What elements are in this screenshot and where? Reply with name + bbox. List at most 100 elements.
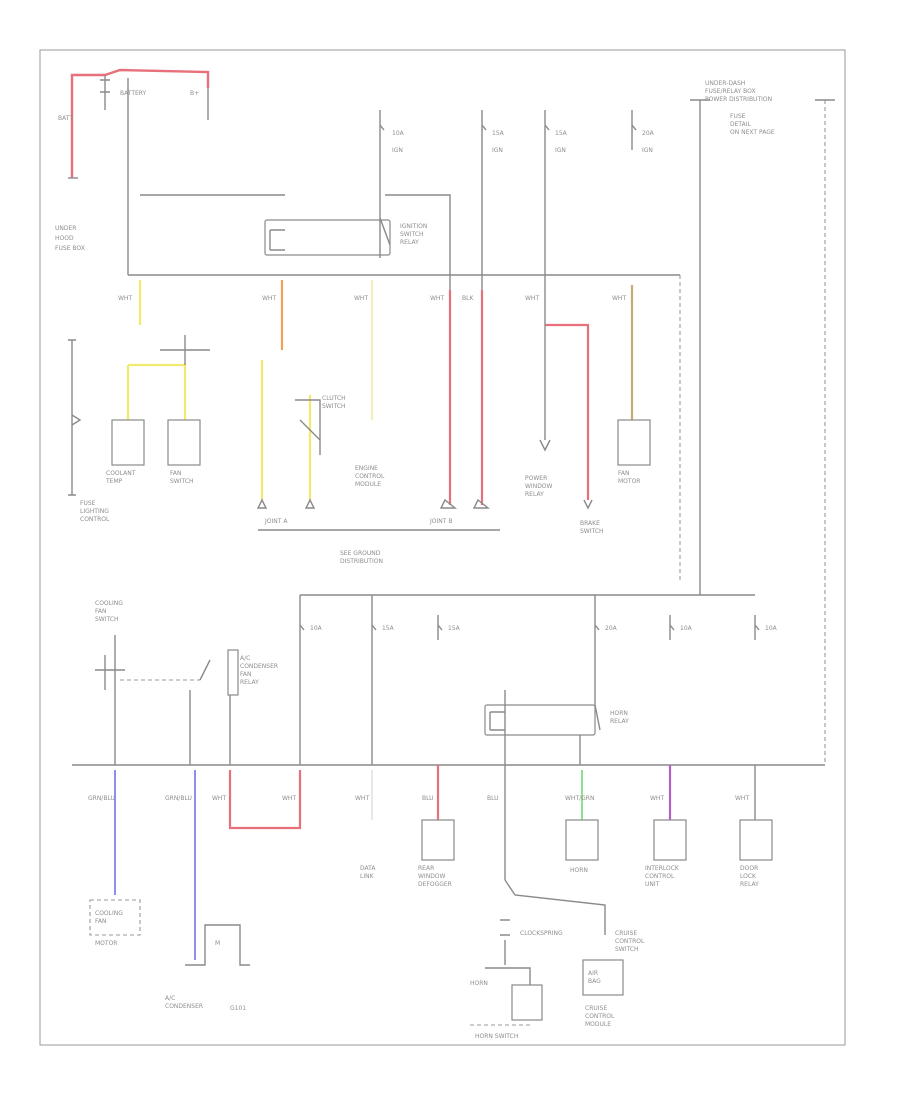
svg-text:15A: 15A: [492, 130, 505, 137]
wire-red-3: [545, 323, 590, 500]
svg-text:B+: B+: [190, 90, 199, 97]
svg-text:SWITCH: SWITCH: [322, 403, 346, 410]
svg-text:BLU: BLU: [487, 795, 499, 802]
svg-text:FUSE BOX: FUSE BOX: [55, 245, 85, 252]
svg-text:HORN: HORN: [470, 980, 488, 987]
svg-text:FUSE: FUSE: [730, 113, 746, 120]
svg-text:UNIT: UNIT: [645, 881, 660, 888]
svg-text:WHT: WHT: [118, 295, 132, 302]
svg-text:GRN/BLU: GRN/BLU: [165, 795, 192, 802]
svg-text:CONTROL: CONTROL: [355, 473, 385, 480]
svg-text:REAR: REAR: [418, 865, 434, 872]
svg-text:MODULE: MODULE: [355, 481, 381, 488]
lower-device-4: [739, 819, 773, 861]
svg-text:RELAY: RELAY: [740, 881, 759, 888]
svg-text:COOLING: COOLING: [95, 910, 123, 917]
svg-text:ON NEXT PAGE: ON NEXT PAGE: [730, 129, 775, 136]
svg-text:UNDER: UNDER: [55, 225, 76, 232]
svg-text:CONTROL: CONTROL: [645, 873, 675, 880]
svg-text:LOCK: LOCK: [740, 873, 757, 880]
svg-text:FAN: FAN: [618, 470, 630, 477]
svg-text:G101: G101: [230, 1005, 246, 1012]
svg-text:WHT: WHT: [212, 795, 226, 802]
svg-text:COOLING: COOLING: [95, 600, 123, 607]
svg-text:SWITCH: SWITCH: [400, 231, 424, 238]
svg-text:WHT: WHT: [612, 295, 626, 302]
svg-text:FUSE/RELAY BOX: FUSE/RELAY BOX: [705, 88, 756, 95]
svg-text:A/C: A/C: [240, 655, 250, 662]
svg-text:UNDER-DASH: UNDER-DASH: [705, 80, 745, 87]
svg-text:JOINT A: JOINT A: [264, 518, 288, 525]
diagram-frame: [39, 49, 846, 1046]
horn-label: HORN: [570, 867, 588, 874]
svg-text:WHT: WHT: [650, 795, 664, 802]
svg-text:20A: 20A: [642, 130, 655, 137]
svg-text:DATA: DATA: [360, 865, 376, 872]
svg-text:FAN: FAN: [170, 470, 182, 477]
svg-text:RELAY: RELAY: [400, 239, 419, 246]
svg-text:DETAIL: DETAIL: [730, 121, 751, 128]
svg-text:MOTOR: MOTOR: [618, 478, 640, 485]
svg-text:IGN: IGN: [492, 147, 503, 154]
svg-text:FAN: FAN: [240, 671, 252, 678]
left-device-1: [111, 419, 145, 466]
wire-red-4: [228, 770, 302, 830]
svg-text:WINDOW: WINDOW: [525, 483, 553, 490]
svg-text:BLU: BLU: [422, 795, 434, 802]
svg-text:SWITCH: SWITCH: [615, 946, 639, 953]
svg-text:FUSE: FUSE: [80, 500, 96, 507]
svg-text:RELAY: RELAY: [610, 718, 629, 725]
svg-text:CONTROL: CONTROL: [615, 938, 645, 945]
svg-text:RELAY: RELAY: [240, 679, 259, 686]
svg-text:SWITCH: SWITCH: [170, 478, 194, 485]
svg-text:TEMP: TEMP: [105, 478, 123, 485]
left-device-2: [167, 419, 201, 466]
svg-text:BRAKE: BRAKE: [580, 520, 600, 527]
svg-text:FAN: FAN: [95, 608, 107, 615]
svg-text:CRUISE: CRUISE: [585, 1005, 607, 1012]
right-device-1: [617, 419, 651, 466]
svg-text:CONDENSER: CONDENSER: [240, 663, 278, 670]
svg-text:CRUISE: CRUISE: [615, 930, 637, 937]
svg-text:CONTROL: CONTROL: [80, 516, 110, 523]
svg-text:IGN: IGN: [642, 147, 653, 154]
svg-text:HORN: HORN: [610, 710, 628, 717]
svg-text:IGN: IGN: [555, 147, 566, 154]
svg-text:HOOD: HOOD: [55, 235, 74, 242]
svg-text:M: M: [215, 940, 220, 947]
svg-text:JOINT B: JOINT B: [429, 518, 452, 525]
svg-text:10A: 10A: [310, 625, 323, 632]
svg-text:15A: 15A: [555, 130, 568, 137]
svg-text:BAG: BAG: [588, 978, 601, 985]
svg-text:WHT/GRN: WHT/GRN: [565, 795, 594, 802]
svg-text:10A: 10A: [765, 625, 778, 632]
svg-text:HORN SWITCH: HORN SWITCH: [475, 1033, 518, 1040]
svg-text:A/C: A/C: [165, 995, 175, 1002]
svg-text:DISTRIBUTION: DISTRIBUTION: [340, 558, 383, 565]
lower-device-2: [565, 819, 599, 861]
svg-text:INTERLOCK: INTERLOCK: [645, 865, 680, 872]
svg-text:BATT: BATT: [58, 115, 73, 122]
lower-relay: [484, 704, 596, 736]
svg-text:LIGHTING: LIGHTING: [80, 508, 109, 515]
svg-text:WHT: WHT: [525, 295, 539, 302]
svg-text:DOOR: DOOR: [740, 865, 758, 872]
upper-relay: [264, 219, 391, 256]
svg-text:IGN: IGN: [392, 147, 403, 154]
svg-text:15A: 15A: [448, 625, 461, 632]
svg-text:WHT: WHT: [355, 795, 369, 802]
svg-text:GRN/BLU: GRN/BLU: [88, 795, 115, 802]
svg-text:WHT: WHT: [262, 295, 276, 302]
svg-text:10A: 10A: [680, 625, 693, 632]
svg-text:AIR: AIR: [588, 970, 598, 977]
svg-text:LINK: LINK: [360, 873, 375, 880]
svg-text:ENGINE: ENGINE: [355, 465, 378, 472]
svg-text:MOTOR: MOTOR: [95, 940, 117, 947]
svg-text:15A: 15A: [382, 625, 395, 632]
battery-fuse: [100, 75, 110, 110]
svg-text:SWITCH: SWITCH: [95, 616, 119, 623]
svg-text:WHT: WHT: [282, 795, 296, 802]
svg-text:WINDOW: WINDOW: [418, 873, 446, 880]
svg-text:20A: 20A: [605, 625, 618, 632]
